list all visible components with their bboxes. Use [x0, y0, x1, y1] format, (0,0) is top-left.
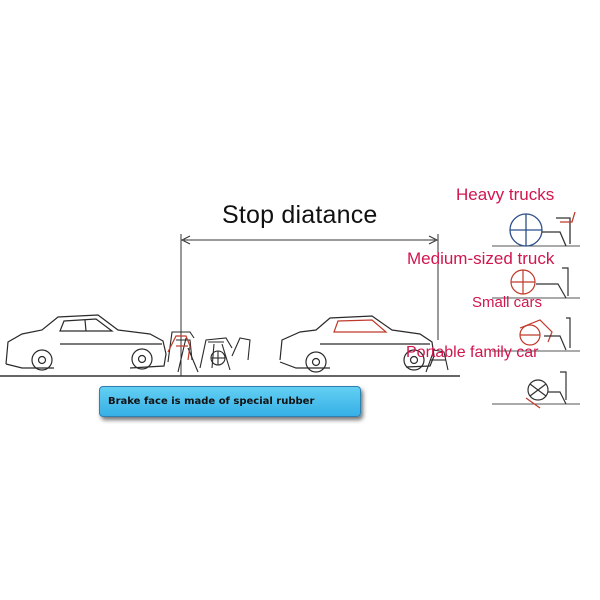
brake-device-right-icon — [425, 349, 449, 373]
car-left-icon — [5, 314, 167, 371]
label-portable-family-car: Portable family car — [406, 344, 539, 361]
family-car-wheel-icon — [525, 371, 567, 409]
car-right-window-icon — [333, 319, 388, 333]
stop-distance-dimension — [180, 234, 439, 376]
heavy-truck-wheel-icon — [509, 211, 576, 247]
medium-truck-wheel-icon — [510, 267, 569, 299]
brake-device-red-frame — [167, 335, 191, 361]
label-medium-sized-truck: Medium-sized truck — [407, 249, 555, 268]
stop-distance-title: Stop diatance — [222, 201, 378, 229]
brake-face-callout: Brake face is made of special rubber — [99, 386, 361, 417]
brake-device-icon — [167, 331, 251, 373]
label-heavy-trucks: Heavy trucks — [456, 185, 555, 204]
car-right-icon — [279, 315, 435, 373]
small-car-wheel-icon — [519, 317, 571, 351]
label-small-cars: Small cars — [472, 294, 543, 311]
